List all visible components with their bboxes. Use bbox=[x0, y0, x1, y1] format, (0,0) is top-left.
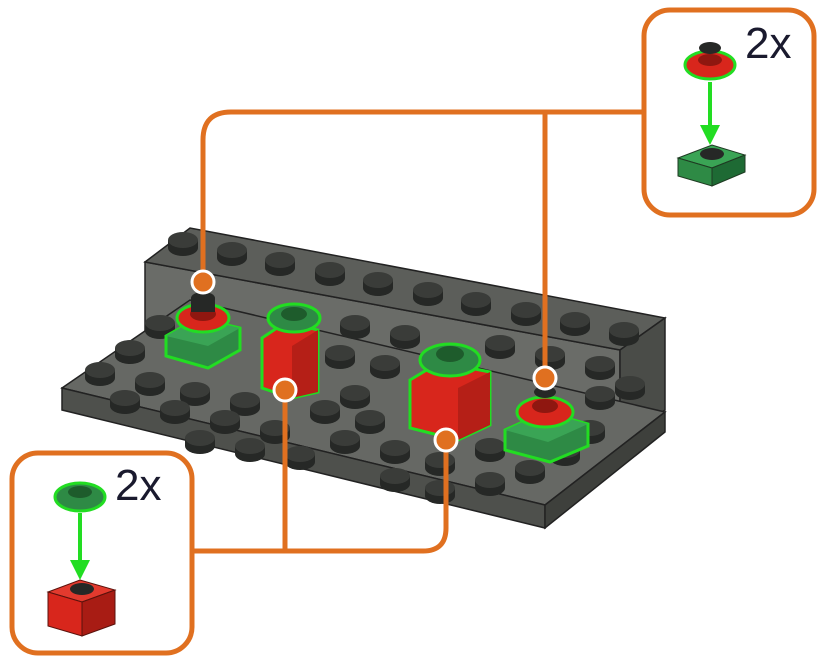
leader-line-bottom-right bbox=[282, 437, 449, 554]
quantity-label: 2x bbox=[115, 461, 161, 510]
plate-1x1-icon bbox=[676, 144, 747, 187]
flower-plate-icon bbox=[683, 42, 737, 81]
down-arrow-icon bbox=[70, 513, 90, 580]
plate-side bbox=[544, 410, 666, 530]
callout-top-right: 2x bbox=[641, 7, 817, 218]
leader-lines bbox=[190, 109, 648, 554]
callout-bottom-left: 2x bbox=[9, 450, 195, 656]
connector-dot-icon bbox=[272, 377, 298, 403]
quantity-label: 2x bbox=[745, 19, 791, 68]
leader-line-top bbox=[200, 109, 648, 285]
connector-dot-icon bbox=[190, 269, 216, 295]
connector-dot-icon bbox=[532, 365, 558, 391]
brick-1x1-icon bbox=[46, 579, 117, 637]
placed-red-brick-green-flower-center bbox=[408, 342, 492, 442]
placed-red-brick-green-flower bbox=[260, 302, 322, 400]
placed-green-plate-red-flower-right bbox=[503, 386, 590, 464]
connector-dots bbox=[190, 269, 558, 453]
baseplate bbox=[60, 227, 667, 530]
placed-green-plate-red-flower-left bbox=[164, 292, 242, 370]
flower-plate-icon bbox=[53, 481, 107, 513]
connector-dot-icon bbox=[433, 427, 459, 453]
down-arrow-icon bbox=[700, 82, 720, 145]
